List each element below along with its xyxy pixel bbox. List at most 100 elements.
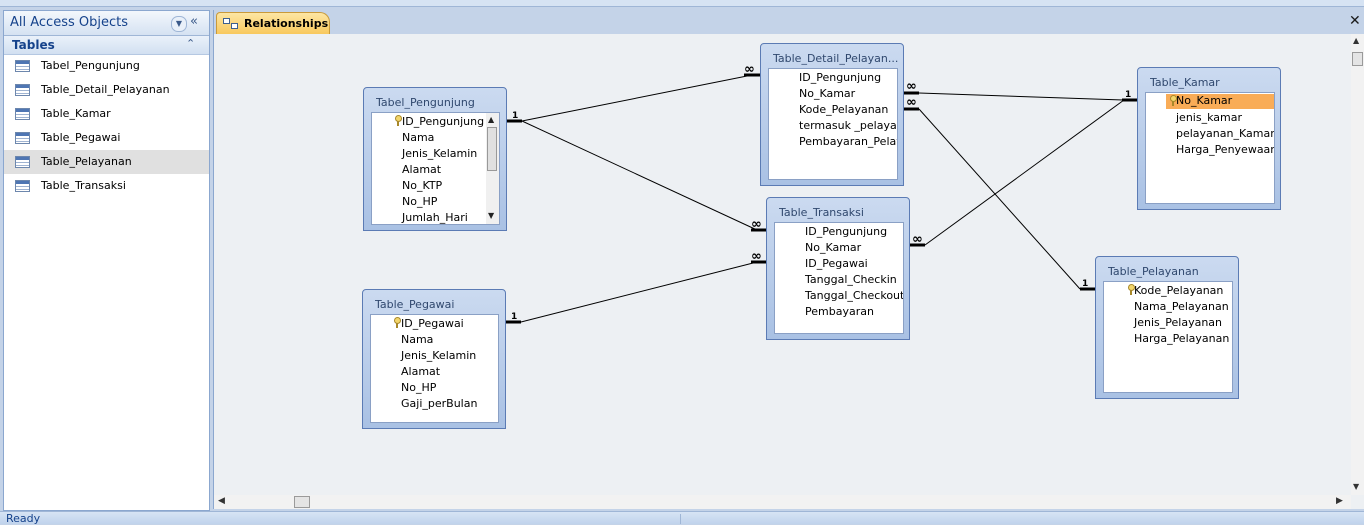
collapse-group-icon[interactable]: ⌃: [186, 37, 196, 50]
vertical-scrollbar[interactable]: ▲ ▼: [1351, 34, 1364, 495]
table-window-table-kamar[interactable]: Table_Kamar No_Kamar jenis_kamar pelayan…: [1137, 67, 1281, 210]
scroll-down-icon[interactable]: ▼: [488, 211, 495, 220]
table-icon: [15, 84, 30, 96]
nav-item-label: Table_Detail_Pelayanan: [41, 83, 170, 96]
ribbon-edge: [0, 0, 1364, 7]
navigation-pane: All Access Objects ▼ « Tables ⌃ Tabel_Pe…: [3, 10, 210, 511]
table-window-table-transaksi[interactable]: Table_Transaksi ID_Pengunjung No_Kamar I…: [766, 197, 910, 340]
field-list[interactable]: Kode_Pelayanan Nama_Pelayanan Jenis_Pela…: [1103, 281, 1233, 393]
field-item[interactable]: Nama: [401, 333, 434, 346]
tab-relationships[interactable]: Relationships: [216, 12, 330, 35]
field-item[interactable]: Tanggal_Checkin: [805, 273, 897, 286]
table-icon: [15, 108, 30, 120]
field-item[interactable]: No_Kamar: [799, 87, 856, 100]
scroll-down-icon[interactable]: ▼: [1353, 482, 1360, 491]
table-title[interactable]: Table_Kamar: [1150, 76, 1220, 89]
status-divider: [680, 514, 681, 524]
field-item[interactable]: Jumlah_Hari: [402, 211, 468, 224]
scroll-up-icon[interactable]: ▲: [1353, 36, 1360, 45]
field-item[interactable]: jenis_kamar: [1176, 111, 1242, 124]
table-title[interactable]: Table_Transaksi: [779, 206, 864, 219]
primary-key-icon: [392, 317, 401, 329]
field-item[interactable]: Gaji_perBulan: [401, 397, 478, 410]
field-item[interactable]: ID_Pegawai: [805, 257, 868, 270]
field-item[interactable]: Jenis_Kelamin: [401, 349, 477, 362]
field-item[interactable]: Kode_Pelayanan: [1134, 284, 1224, 297]
field-item[interactable]: Alamat: [402, 163, 442, 176]
field-item[interactable]: ID_Pengunjung: [799, 71, 882, 84]
primary-key-icon: [1126, 284, 1135, 296]
field-item[interactable]: ID_Pengunjung: [402, 115, 485, 128]
table-icon: [15, 132, 30, 144]
field-item[interactable]: No_HP: [402, 195, 438, 208]
close-icon[interactable]: ✕: [1349, 13, 1361, 29]
field-item[interactable]: Jenis_Kelamin: [402, 147, 478, 160]
table-window-tabel-pengunjung[interactable]: Tabel_Pengunjung ID_Pengunjung Nama Jeni…: [363, 87, 507, 231]
nav-title[interactable]: All Access Objects: [10, 15, 128, 30]
field-list[interactable]: ID_Pengunjung Nama Jenis_Kelamin Alamat …: [371, 112, 500, 225]
horizontal-scrollbar[interactable]: ◀ ▶: [214, 495, 1351, 509]
document-tab-bar: Relationships ✕: [214, 10, 1364, 35]
nav-header: All Access Objects ▼ «: [4, 11, 209, 36]
field-item[interactable]: No_Kamar: [805, 241, 862, 254]
table-window-table-detail-pelayanan[interactable]: Table_Detail_Pelayan... ID_Pengunjung No…: [760, 43, 904, 186]
nav-item-tabel-pengunjung[interactable]: Tabel_Pengunjung: [4, 54, 209, 78]
field-item[interactable]: Nama: [402, 131, 435, 144]
table-title[interactable]: Tabel_Pengunjung: [376, 96, 475, 109]
table-icon: [15, 156, 30, 168]
field-list-scrollbar[interactable]: ▲ ▼: [486, 113, 499, 224]
field-list[interactable]: ID_Pengunjung No_Kamar ID_Pegawai Tangga…: [774, 222, 904, 334]
scroll-left-icon[interactable]: ◀: [218, 496, 225, 506]
field-item[interactable]: Kode_Pelayanan: [799, 103, 889, 116]
field-item[interactable]: Alamat: [401, 365, 441, 378]
tab-label: Relationships: [244, 17, 329, 30]
group-header-tables[interactable]: Tables ⌃: [4, 36, 209, 55]
field-item[interactable]: termasuk _pelayana: [799, 119, 897, 132]
table-icon: [15, 180, 30, 192]
field-item[interactable]: Pembayaran: [805, 305, 874, 318]
scroll-right-icon[interactable]: ▶: [1336, 496, 1343, 506]
scroll-thumb[interactable]: [487, 127, 497, 171]
nav-item-table-detail-pelayanan[interactable]: Table_Detail_Pelayanan: [4, 78, 209, 102]
nav-item-label: Table_Pegawai: [41, 131, 121, 144]
field-item[interactable]: Jenis_Pelayanan: [1134, 316, 1223, 329]
chevron-down-icon[interactable]: ▼: [171, 16, 187, 32]
field-item[interactable]: No_KTP: [402, 179, 443, 192]
table-title[interactable]: Table_Pegawai: [375, 298, 455, 311]
table-icon: [15, 60, 30, 72]
collapse-pane-icon[interactable]: «: [190, 14, 198, 29]
field-item[interactable]: Harga_Penyewaan_: [1176, 143, 1275, 156]
table-window-table-pelayanan[interactable]: Table_Pelayanan Kode_Pelayanan Nama_Pela…: [1095, 256, 1239, 399]
group-label: Tables: [12, 38, 55, 52]
scroll-thumb[interactable]: [294, 496, 310, 508]
field-item[interactable]: ID_Pegawai: [401, 317, 464, 330]
scroll-up-icon[interactable]: ▲: [488, 115, 495, 124]
nav-item-table-kamar[interactable]: Table_Kamar: [4, 102, 209, 126]
nav-item-table-pelayanan[interactable]: Table_Pelayanan: [4, 150, 209, 174]
table-window-table-pegawai[interactable]: Table_Pegawai ID_Pegawai Nama Jenis_Kela…: [362, 289, 506, 429]
field-item[interactable]: Pembayaran_Pelaya: [799, 135, 897, 148]
field-item[interactable]: ID_Pengunjung: [805, 225, 888, 238]
table-title[interactable]: Table_Pelayanan: [1108, 265, 1199, 278]
nav-item-label: Table_Transaksi: [41, 179, 126, 192]
nav-item-label: Table_Pelayanan: [41, 155, 132, 168]
scroll-thumb[interactable]: [1352, 52, 1363, 66]
nav-item-table-pegawai[interactable]: Table_Pegawai: [4, 126, 209, 150]
primary-key-icon: [1168, 95, 1177, 107]
field-item[interactable]: Nama_Pelayanan: [1134, 300, 1229, 313]
field-list[interactable]: No_Kamar jenis_kamar pelayanan_Kamar Har…: [1145, 92, 1275, 204]
nav-item-table-transaksi[interactable]: Table_Transaksi: [4, 174, 209, 198]
field-item[interactable]: Harga_Pelayanan: [1134, 332, 1230, 345]
field-item[interactable]: No_HP: [401, 381, 437, 394]
table-title[interactable]: Table_Detail_Pelayan...: [773, 52, 899, 65]
relationships-icon: [223, 18, 238, 29]
field-list[interactable]: ID_Pengunjung No_Kamar Kode_Pelayanan te…: [768, 68, 898, 180]
field-list[interactable]: ID_Pegawai Nama Jenis_Kelamin Alamat No_…: [370, 314, 499, 423]
status-text: Ready: [6, 512, 41, 525]
field-item[interactable]: pelayanan_Kamar: [1176, 127, 1275, 140]
nav-item-label: Tabel_Pengunjung: [41, 59, 140, 72]
field-item-selected[interactable]: No_Kamar: [1166, 94, 1274, 109]
field-item[interactable]: Tanggal_Checkout: [805, 289, 904, 302]
primary-key-icon: [393, 115, 402, 127]
status-bar: Ready: [0, 511, 1364, 525]
